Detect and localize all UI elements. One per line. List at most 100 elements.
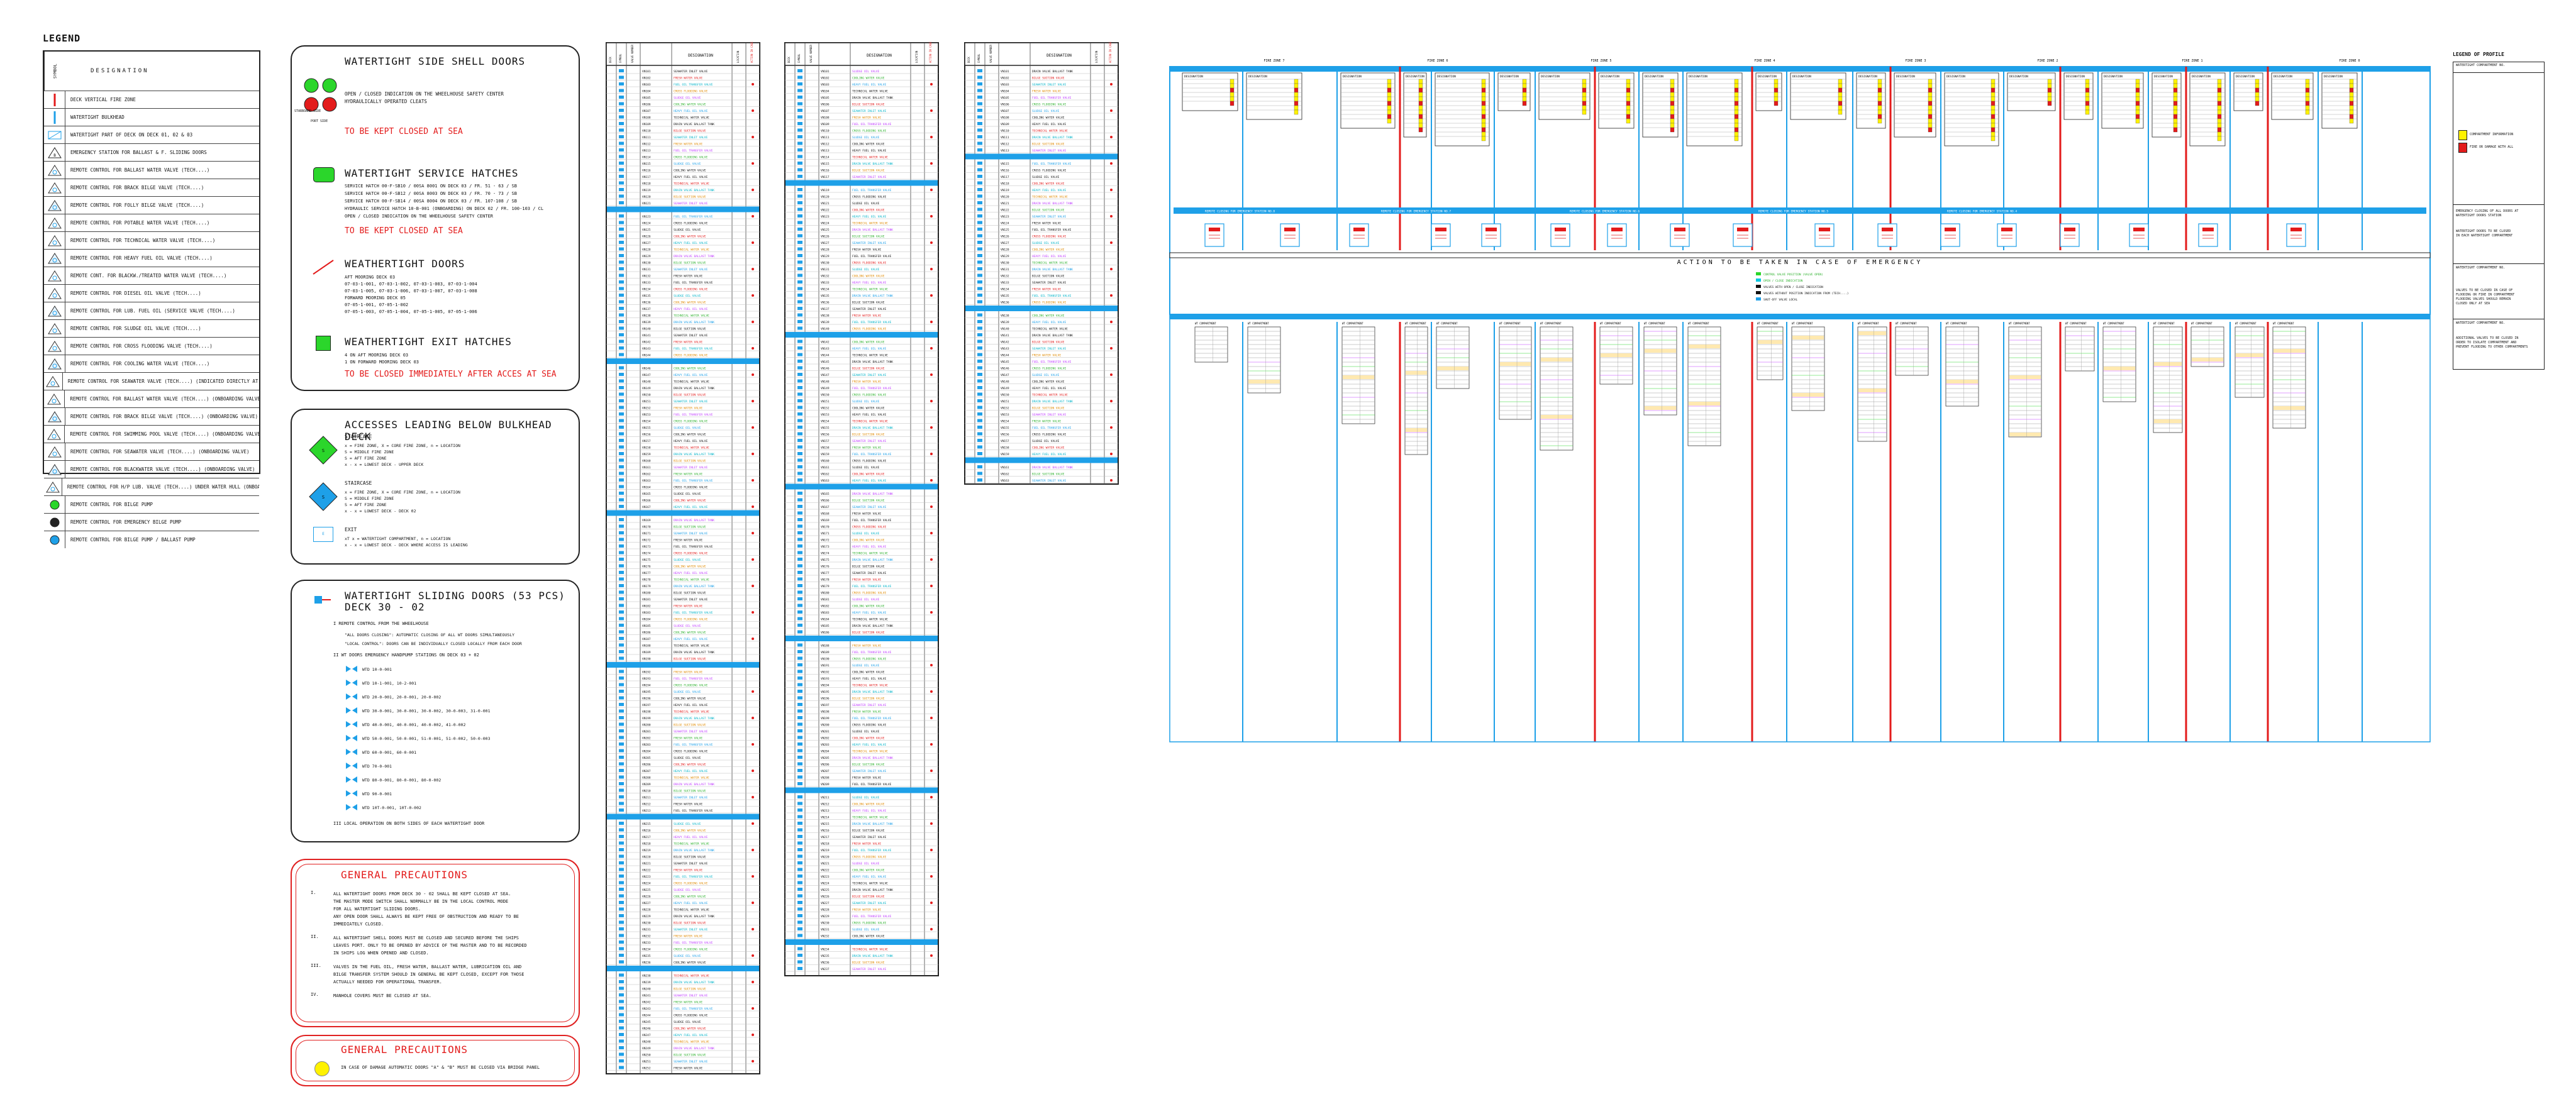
stairwell-title: STAIRCASE [345,434,372,439]
valve-list-designation: FUEL OIL TRANSFER VALVE [852,585,892,588]
valve-list-symbol [619,762,624,766]
valve-list-number: VN136 [642,301,651,305]
valve-list-number: VN124 [821,222,830,226]
status-swatch [1387,87,1392,93]
valve-list-designation: FUEL OIL TRANSFER VALVE [852,453,892,456]
status-swatch [2349,96,2354,102]
valve-list-designation: DRAIN VALVE BALLAST TANK [852,162,893,166]
status-swatch [1734,127,1739,133]
legend-symbol-icon: B [44,144,65,161]
highlight-row [2009,433,2041,436]
valve-list-designation: FRESH WATER VALVE [674,1067,702,1071]
valve-list-designation: SEAWATER INLET VALVE [852,703,886,707]
valve-list-symbol [797,214,802,218]
status-swatch [1877,83,1882,89]
valve-list-number: VN119 [821,189,830,192]
valve-list-designation: FUEL OIL TRANSFER VALVE [674,611,713,615]
status-swatch [1626,92,1631,97]
valve-list-designation: CROSS FLOODING VALVE [852,130,886,133]
valve-list-designation: HEAVY FUEL OIL VALVE [1032,321,1066,324]
valve-list-designation: FUEL OIL TRANSFER VALVE [1032,228,1072,232]
legend-row: REMOTE CONTROL FOR POTABLE WATER VALVE (… [44,214,259,231]
valve-list-designation: FUEL OIL TRANSFER VALVE [852,387,892,390]
valve-list-number: VN144 [1001,354,1009,358]
valve-list-number: VN184 [821,618,830,622]
valve-list-number: VN200 [642,724,651,727]
valve-list-symbol [619,69,624,72]
valve-list-number: VN140 [642,328,651,331]
valve-list-number: VN156 [821,433,830,437]
valve-list-action-mark [1110,136,1113,138]
valve-list-number: VN189 [642,651,651,654]
status-swatch [1670,118,1675,124]
valve-list-designation: SLUDGE OIL VALVE [674,822,701,826]
valve-list-designation: CROSS FLOODING VALVE [674,618,708,622]
valve-list-number: VN193 [642,677,651,681]
valve-list-number: VN103 [821,83,830,87]
valve-list-number: VN225 [642,888,651,892]
sliding-item2: II WT DOORS EMERGENCY HANDPUMP STATIONS … [333,653,479,658]
valve-list-symbol [619,861,624,864]
status-swatch [1928,105,1933,111]
status-swatch [2217,123,2222,128]
door-station-box [1814,223,1835,247]
status-swatch [1582,96,1587,102]
valve-list-action-mark [752,162,754,165]
designation-table: DESIGNATION [2007,72,2056,111]
status-swatch [1294,92,1299,97]
valve-list-number: VN101 [642,70,651,74]
legend-row-label: REMOTE CONTROL FOR BRACK BILGE VALVE (TE… [70,185,204,190]
designation-header: DESIGNATION [1437,75,1456,79]
status-swatch [1418,114,1423,119]
valve-list-symbol [797,260,802,264]
valve-list-symbol [619,993,624,996]
status-swatch [2085,96,2090,102]
legend-row: REMOTE CONTROL FOR FOLLY BILGE VALVE (TE… [44,196,259,214]
valve-list-number: VN149 [1001,387,1009,390]
valve-list-designation: HEAVY FUEL OIL VALVE [674,770,708,773]
highlight-row [1645,349,1676,353]
status-swatch [1387,109,1392,115]
legend-symbol-icon [44,478,62,495]
valve-list-action-mark [752,928,754,930]
status-swatch [2217,127,2222,133]
valve-list-number: VN207 [821,770,830,773]
valve-list-symbol [797,273,802,277]
valve-list-symbol [619,795,624,798]
pump-station-label: WTD 70-0-001 [362,764,392,769]
text-line: S = MIDDLE FIRE ZONE [345,450,394,455]
valve-list-designation: COOLING WATER VALVE [674,565,706,569]
valve-list-number: VN125 [821,228,830,232]
valve-list-designation: HEAVY FUEL OIL VALVE [674,439,708,443]
valve-list-number: VN136 [1001,301,1009,305]
door-station-box [2060,223,2080,247]
valve-list-designation: BILGE SUCTION VALVE [674,988,706,991]
valve-list-symbol [797,934,802,937]
valve-list-symbol [977,472,982,475]
status-swatch [2305,79,2310,84]
valve-list-symbol [797,379,802,383]
valve-list-symbol [797,954,802,957]
door-station-box [1997,223,2017,247]
valve-list-number: VN188 [821,644,830,648]
legend-row-label: REMOTE CONTROL FOR SLUDGE OIL VALVE (TEC… [70,326,201,331]
valve-list-symbol [797,122,802,125]
legend-row: REMOTE CONTROL FOR LUB. FUEL OIL (SERVIC… [44,302,259,319]
legend-row-label: REMOTE CONTROL FOR H/P LUB. VALVE (TECH.… [67,484,259,490]
designation-table: DESIGNATION [2151,72,2182,138]
designation-header: DESIGNATION [2154,75,2173,79]
valve-list-symbol [619,828,624,832]
valve-list-number: VN194 [821,684,830,688]
status-swatch [1522,101,1527,106]
remote-closing-label: REMOTE CLOSING FOR EMERGENCY STATION NO.… [1381,210,1451,214]
valve-list-designation: CROSS FLOODING VALVE [1032,235,1066,239]
valve-list-designation: TECHNICAL WATER VALVE [852,750,888,754]
valve-list-symbol [619,980,624,983]
legend-row-label: REMOTE CONTROL FOR CROSS FLOODING VALVE … [70,343,213,349]
valve-list-designation: BILGE SUCTION VALVE [852,169,885,173]
valve-list-symbol [797,676,802,680]
status-swatch [2047,96,2052,102]
valve-list-designation: DRAIN VALVE BALLAST TANK [852,822,893,826]
status-swatch [2305,101,2310,106]
legend-row: REMOTE CONTROL FOR DIESEL OIL VALVE (TEC… [44,284,259,302]
